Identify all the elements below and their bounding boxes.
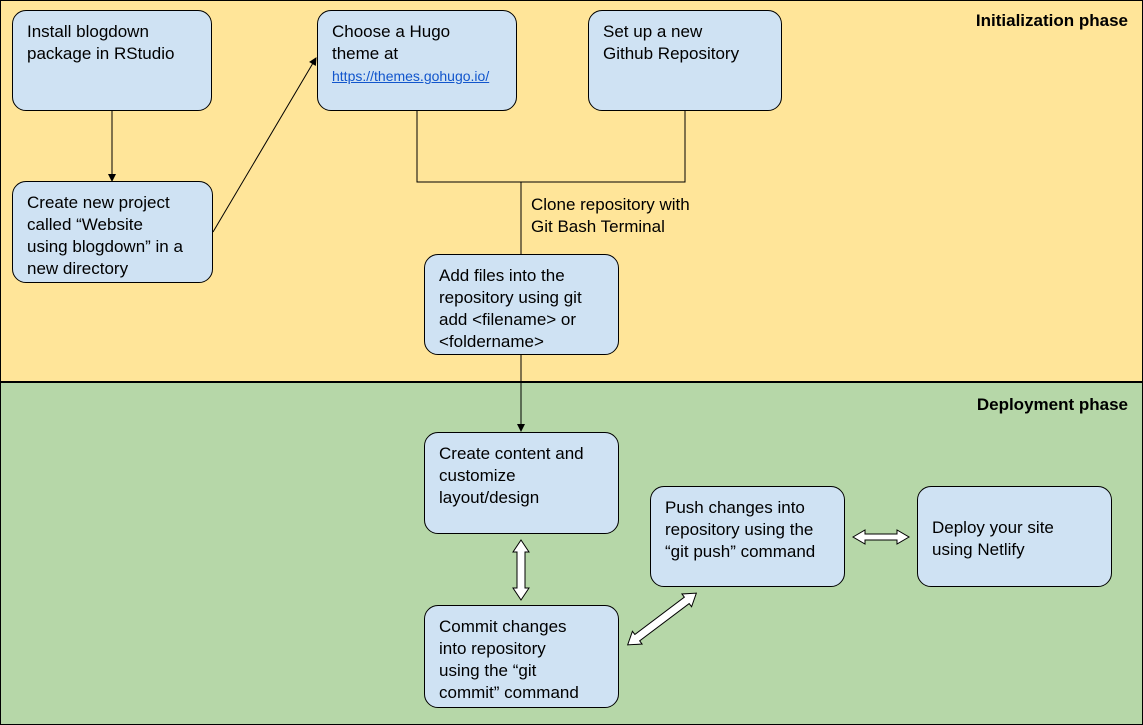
node-install-blogdown: Install blogdown package in RStudio — [12, 10, 212, 111]
node-commit-changes: Commit changes into repository using the… — [424, 605, 619, 708]
hugo-themes-link[interactable]: https://themes.gohugo.io/ — [332, 68, 490, 84]
node-commit-changes-text: Commit changes into repository using the… — [439, 617, 579, 702]
node-install-blogdown-text: Install blogdown package in RStudio — [27, 22, 175, 63]
edge-label-clone: Clone repository with Git Bash Terminal — [531, 195, 690, 236]
node-deploy-site-text: Deploy your site using Netlify — [932, 518, 1054, 559]
node-add-files: Add files into the repository using git … — [424, 254, 619, 355]
node-create-project: Create new project called “Website using… — [12, 181, 213, 283]
node-create-content-text: Create content and customize layout/desi… — [439, 444, 584, 507]
node-choose-hugo-theme: Choose a Hugo theme at https://themes.go… — [317, 10, 517, 111]
node-push-changes-text: Push changes into repository using the “… — [665, 498, 816, 561]
initialization-phase-title: Initialization phase — [975, 11, 1128, 30]
node-create-content: Create content and customize layout/desi… — [424, 432, 619, 534]
node-choose-hugo-theme-text: Choose a Hugo theme at — [332, 22, 451, 63]
node-create-project-text: Create new project called “Website using… — [27, 193, 183, 278]
node-deploy-site: Deploy your site using Netlify — [917, 486, 1112, 587]
node-github-repository-text: Set up a new Github Repository — [603, 22, 740, 63]
deployment-phase-title: Deployment phase — [976, 395, 1128, 414]
node-add-files-text: Add files into the repository using git … — [439, 266, 582, 351]
node-push-changes: Push changes into repository using the “… — [650, 486, 845, 587]
node-github-repository: Set up a new Github Repository — [588, 10, 782, 111]
